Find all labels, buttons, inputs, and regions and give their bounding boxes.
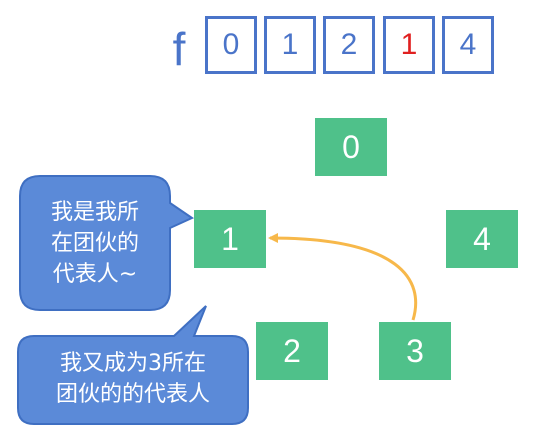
array-cell-1: 1 (264, 16, 316, 74)
bubble-2-line-2: 团伙的的代表人 (55, 382, 210, 407)
node-2: 2 (256, 322, 328, 380)
bubble-1-text: 我是我所 在团伙的 代表人~ (20, 197, 170, 290)
array-cell-3: 1 (383, 16, 435, 74)
bubble-2-line-1: 我又成为3所在 (60, 351, 206, 376)
bubble-1-line-3: 代表人~ (52, 262, 138, 287)
array-cell-2: 2 (323, 16, 375, 74)
edge-3-to-1 (268, 233, 418, 321)
node-3: 3 (379, 322, 451, 380)
bubble-1-line-1: 我是我所 (50, 200, 139, 225)
bubble-2-text: 我又成为3所在 团伙的的代表人 (18, 348, 248, 410)
speech-bubble-1 (19, 175, 195, 311)
speech-bubble-2 (17, 305, 249, 425)
node-1: 1 (194, 210, 266, 268)
node-4: 4 (446, 210, 518, 268)
node-0: 0 (315, 118, 387, 176)
array-name-label: f (172, 23, 186, 75)
array-cell-4: 4 (442, 16, 494, 74)
array-cell-0: 0 (205, 16, 257, 74)
bubble-1-line-2: 在团伙的 (50, 231, 139, 256)
